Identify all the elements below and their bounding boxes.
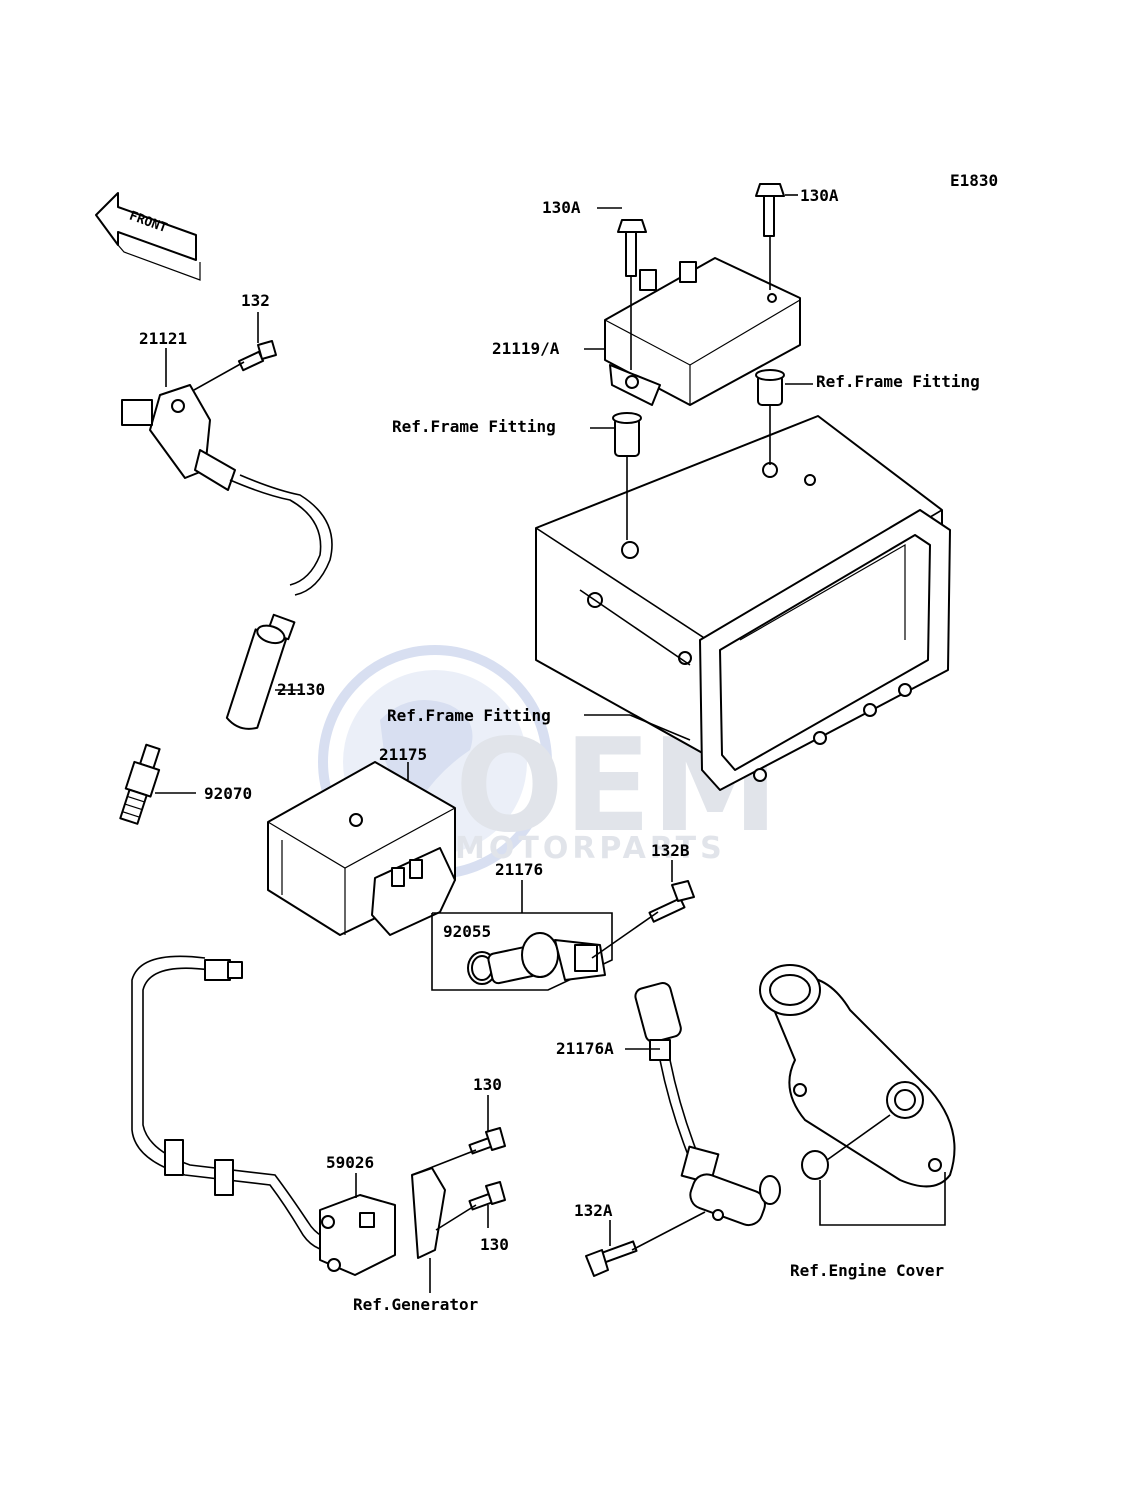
bolt-132a-drawing	[585, 1240, 638, 1277]
diagram-code: E1830	[950, 171, 998, 190]
watermark-sub: MOTORPARTS	[455, 831, 726, 866]
bolt-132b-drawing	[648, 880, 695, 923]
leader-lines	[155, 194, 946, 1293]
label-ref-engine-cover: Ref.Engine Cover	[790, 1261, 944, 1280]
label-132b[interactable]: 132B	[651, 841, 690, 860]
spark-plug-drawing	[119, 743, 161, 825]
bolt-130-bottom-drawing	[468, 1181, 506, 1211]
label-92055[interactable]: 92055	[443, 922, 491, 941]
label-ref-frame-fitting-mid: Ref.Frame Fitting	[387, 706, 551, 725]
label-ref-frame-fitting-left: Ref.Frame Fitting	[392, 417, 556, 436]
label-21119a[interactable]: 21119/A	[492, 339, 560, 358]
label-132a[interactable]: 132A	[574, 1201, 613, 1220]
generator-bracket-drawing	[411, 1167, 446, 1259]
wire-harness-drawing	[131, 955, 396, 1276]
ignition-coil-drawing	[121, 384, 333, 641]
speed-sensor-drawing	[431, 912, 613, 991]
label-ref-generator: Ref.Generator	[353, 1295, 478, 1314]
bolt-130-top-drawing	[468, 1127, 506, 1155]
cdi-unit-drawing	[267, 761, 456, 936]
label-21130[interactable]: 21130	[277, 680, 325, 699]
label-59026[interactable]: 59026	[326, 1153, 374, 1172]
grommet-right-drawing	[755, 369, 785, 406]
label-130a-left[interactable]: 130A	[542, 198, 581, 217]
bolt-130a-left-drawing	[617, 219, 647, 277]
bolt-132-drawing	[237, 340, 277, 372]
plug-cap-drawing	[225, 624, 288, 730]
bolt-130a-right-drawing	[755, 183, 785, 237]
label-ref-frame-fitting-right: Ref.Frame Fitting	[816, 372, 980, 391]
label-21176[interactable]: 21176	[495, 860, 543, 879]
label-132[interactable]: 132	[241, 291, 270, 310]
igniter-unit-drawing	[604, 257, 801, 406]
label-130-bottom[interactable]: 130	[480, 1235, 509, 1254]
label-92070[interactable]: 92070	[204, 784, 252, 803]
part-labels: 130A 130A 21119/A Ref.Frame Fitting Ref.…	[139, 186, 980, 1314]
label-21176a[interactable]: 21176A	[556, 1039, 614, 1058]
label-21175[interactable]: 21175	[379, 745, 427, 764]
battery-case-drawing	[535, 415, 951, 791]
front-arrow-icon: FRONT	[95, 192, 201, 281]
grommet-left-drawing	[612, 412, 642, 457]
label-130-top[interactable]: 130	[473, 1075, 502, 1094]
label-130a-right[interactable]: 130A	[800, 186, 839, 205]
label-21121[interactable]: 21121	[139, 329, 187, 348]
engine-cover-drawing	[759, 964, 956, 1188]
pickup-sensor-drawing	[634, 982, 781, 1227]
